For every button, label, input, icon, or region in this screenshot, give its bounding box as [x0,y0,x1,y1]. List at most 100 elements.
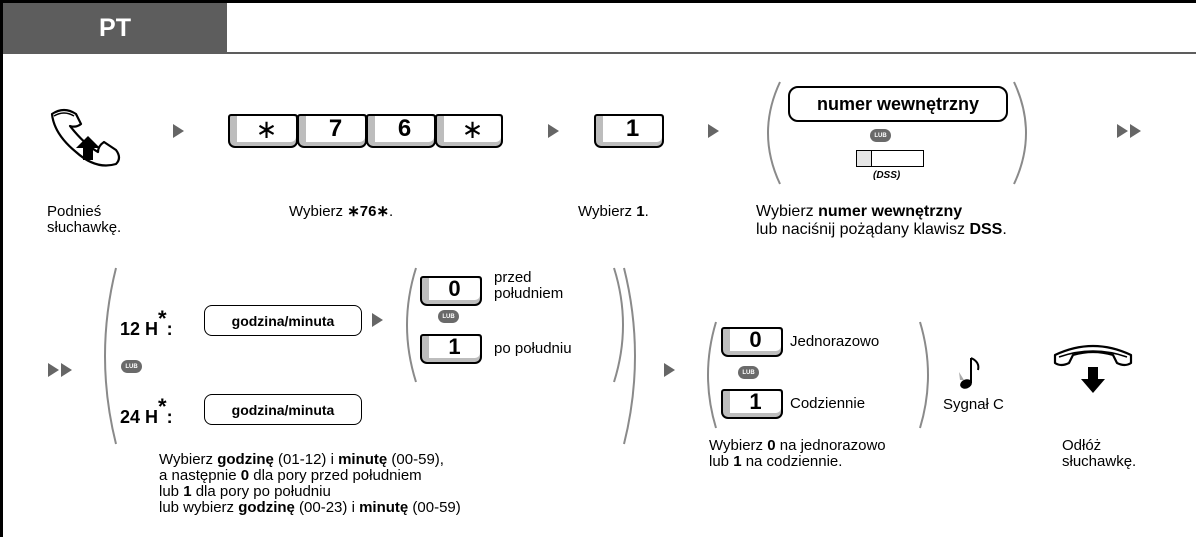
extension-number-box[interactable]: numer wewnętrzny [788,86,1008,122]
cap-t3b: 1 [183,483,192,500]
ampm-bracket [406,267,624,383]
pt-tab: PT [3,3,227,54]
caption-dial1-suffix: . [644,203,649,220]
signal-label: Sygnał C [943,396,1004,413]
caption-ext-suffix: . [1002,221,1007,238]
dss-label: (DSS) [873,170,901,181]
key-1-pm[interactable]: 1 [420,334,482,364]
caption-lift: Podnieś słuchawkę. [47,204,121,236]
caption-ext-bold: numer wewnętrzny [818,203,963,220]
handset-hangup-icon [1053,344,1133,393]
key-7[interactable]: 7 [297,114,367,148]
caption-ext-line2: lub naciśnij pożądany klawisz [756,221,970,238]
caption-hangup-line1: Odłóż [1062,437,1102,454]
cap-m1c: na jednorazowo [775,437,886,454]
pt-tab-label: PT [99,14,131,42]
caption-ext-dss: DSS [969,221,1003,238]
or-badge-label: LUB [874,132,887,139]
double-arrow-a [1117,124,1128,138]
cap-m2a: lub [709,453,734,470]
cap-t1c: (01-12) i [273,451,339,468]
double-arrow-a [48,363,59,377]
am-label-line1: przed [494,269,532,286]
key-1-pm-label: 1 [429,334,480,359]
key-star[interactable]: ∗ [228,114,298,148]
cap-t2b: 0 [240,467,250,484]
time-entry-box-24h[interactable]: godzina/minuta [204,394,362,425]
key-7-label: 7 [306,115,365,142]
format-12h-text: 12 H [120,319,159,339]
daily-label: Codziennie [790,395,866,412]
frame-left-border [0,0,3,537]
caption-time-line4: lub wybierz godzinę (00-23) i minutę (00… [159,500,461,516]
caption-hangup-line2: słuchawkę. [1062,453,1137,470]
key-0-am[interactable]: 0 [420,276,482,306]
cap-t3a: lub [159,483,184,500]
cap-m2b: 1 [733,453,742,470]
key-star-label: ∗ [237,114,296,144]
caption-dial1-prefix: Wybierz [578,203,637,220]
cap-t1b: godzinę [217,451,274,468]
or-badge: LUB [121,360,142,373]
cap-m1a: Wybierz [709,437,768,454]
caption-dial-code: Wybierz ∗76∗. [289,204,393,220]
step-arrow [708,124,719,138]
am-label: przed południem [494,270,563,302]
key-1-daily[interactable]: 1 [721,389,783,419]
caption-ext-prefix: Wybierz [756,203,819,220]
key-0-once[interactable]: 0 [721,327,783,357]
key-1-daily-label: 1 [730,389,781,414]
caption-mode: Wybierz 0 na jednorazowo lub 1 na codzie… [709,438,886,470]
key-6-label: 6 [375,115,434,142]
caption-lift-line1: Podnieś [47,203,102,220]
key-star-2-label: ∗ [444,114,501,144]
step-arrow [664,363,675,377]
or-badge: LUB [438,310,459,323]
or-badge-label: LUB [742,369,755,376]
cap-t4e: (00-59) [408,499,461,516]
or-badge-label: LUB [442,313,455,320]
pm-label: po południu [494,340,572,357]
caption-extension: Wybierz numer wewnętrzny lub naciśnij po… [756,203,1007,239]
extension-number-label: numer wewnętrzny [816,93,980,114]
format-12h-label: 12 H*: [120,306,173,340]
format-24h-star: * [158,394,167,419]
key-star-2[interactable]: ∗ [435,114,503,148]
dss-button[interactable] [856,150,924,167]
caption-dial-code-bold: ∗76∗ [347,203,390,220]
time-entry-label-24h: godzina/minuta [231,401,335,418]
cap-t4d: minutę [359,499,409,516]
caption-dial-prefix: Wybierz [289,203,348,220]
cap-t4c: (00-23) i [294,499,360,516]
am-label-line2: południem [494,285,564,302]
cap-m1b: 0 [767,437,776,454]
option-bracket [767,81,1027,185]
format-12h-star: * [158,306,167,331]
handset-lift-icon [50,108,121,167]
cap-t4a: lub wybierz [159,499,239,516]
double-arrow-b [1130,124,1141,138]
caption-time-line3: lub 1 dla pory po południu [159,484,461,500]
step-arrow [173,124,184,138]
step-arrow [372,313,383,327]
time-entry-box-12h[interactable]: godzina/minuta [204,305,362,336]
cap-t1d: minutę [338,451,388,468]
cap-t1e: (00-59), [387,451,444,468]
time-entry-label-12h: godzina/minuta [231,312,335,329]
cap-m2c: na codziennie. [741,453,843,470]
key-1-label: 1 [603,115,662,142]
caption-time-line1: Wybierz godzinę (01-12) i minutę (00-59)… [159,452,461,468]
caption-time-line2: a następnie 0 dla pory przed południem [159,468,461,484]
key-6[interactable]: 6 [366,114,436,148]
caption-dial1-bold: 1 [636,203,645,220]
caption-dial-suffix: . [389,203,394,220]
format-24h-colon: : [166,407,173,427]
or-badge: LUB [870,129,891,142]
caption-lift-line2: słuchawkę. [47,219,122,236]
format-12h-colon: : [166,319,173,339]
cap-t1a: Wybierz [159,451,218,468]
key-0-once-label: 0 [730,327,781,352]
header-underline [3,52,1196,54]
time-bracket [104,267,636,445]
key-1[interactable]: 1 [594,114,664,148]
